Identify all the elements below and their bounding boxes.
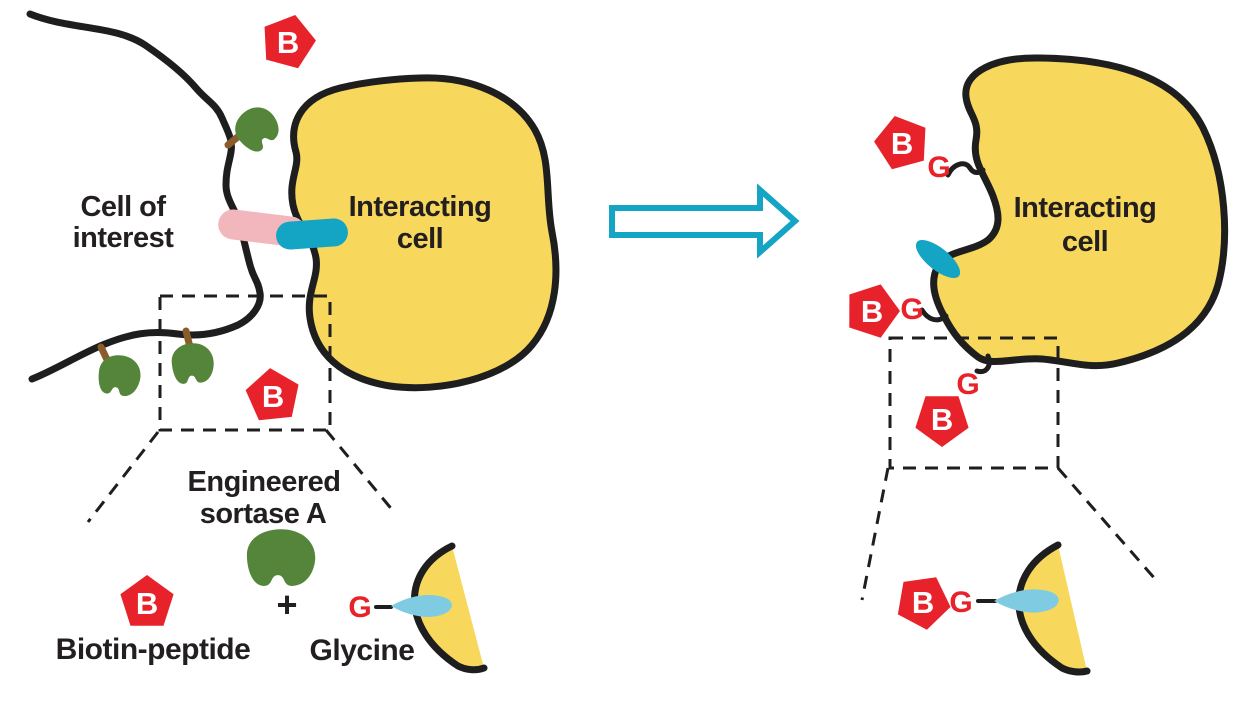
biotin-peptide-label: Biotin-peptide	[56, 633, 251, 666]
biotin-badge: B	[256, 8, 321, 71]
plus-sign: +	[276, 584, 297, 625]
svg-text:B: B	[277, 25, 299, 60]
surface-linker	[974, 353, 992, 375]
glycine-label: Glycine	[310, 634, 415, 667]
svg-text:B: B	[912, 585, 934, 620]
svg-text:B: B	[891, 126, 913, 161]
cell-fragment-edge	[1015, 541, 1091, 676]
zoom-projection-line	[324, 429, 396, 513]
glycine-tag: G	[927, 151, 950, 184]
cell-fragment-edge	[411, 542, 488, 674]
membrane-sortase-right	[170, 327, 216, 385]
interacting-cell-label: Interacting	[349, 191, 492, 223]
zoom-box-left	[158, 294, 332, 432]
zoom-projection-line	[860, 467, 890, 601]
svg-text:B: B	[262, 379, 284, 414]
biotin-badge: B	[893, 575, 954, 634]
cell-of-interest-label: Cell of	[80, 191, 166, 223]
svg-text:B: B	[861, 294, 883, 329]
zoom-projection-line	[1056, 467, 1158, 581]
engineered-sortase-label: Engineered	[188, 466, 341, 498]
surface-linker	[919, 307, 949, 323]
surface-linker	[945, 161, 986, 178]
interacting-cell-body	[288, 74, 560, 392]
glycine-tag: G	[956, 368, 979, 401]
cell-of-interest-label: interest	[73, 222, 175, 254]
interacting-cell-label: Interacting	[1014, 192, 1157, 224]
svg-text:B: B	[136, 586, 158, 621]
interacting-cell-body	[930, 54, 1229, 370]
glycine-tag: G	[949, 586, 972, 619]
receptor-teal-pill	[276, 218, 348, 250]
biotin-badge: B	[915, 396, 969, 447]
biotin-badge: B	[243, 365, 302, 422]
interacting-cell-label: cell	[397, 223, 443, 255]
engineered-sortase-label: sortase A	[200, 498, 327, 530]
membrane-sortase-top	[224, 99, 286, 157]
glycine-receptor-icon	[391, 595, 452, 617]
glycine-tag: G	[900, 293, 923, 326]
interacting-cell-label: cell	[1062, 226, 1108, 258]
glycine-receptor-icon	[994, 589, 1059, 613]
glycine-tag: G	[348, 591, 371, 624]
svg-text:B: B	[931, 402, 953, 437]
zoom-box-right	[888, 336, 1060, 470]
biotin-badge: B	[839, 276, 906, 341]
biotin-badge: B	[869, 109, 934, 172]
biotin-badge: B	[120, 575, 174, 626]
receptor-teal-pill	[915, 239, 961, 279]
membrane-sortase-left	[96, 343, 144, 398]
zoom-projection-line	[86, 431, 160, 523]
reaction-arrow-icon	[609, 183, 800, 259]
sortase-enzyme-icon	[246, 529, 316, 586]
